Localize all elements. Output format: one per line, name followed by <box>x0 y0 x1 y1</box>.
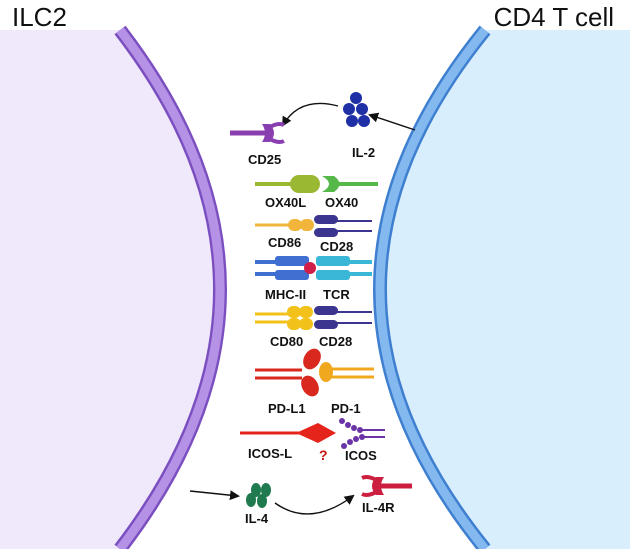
label-il2: IL-2 <box>352 145 375 160</box>
cd4-t-cell <box>373 25 630 554</box>
label-mhc2: MHC-II <box>265 287 306 302</box>
label-cd86: CD86 <box>268 235 301 250</box>
ox40-receptor <box>322 176 378 192</box>
il2-cytokine <box>343 92 370 127</box>
label-icosl: ICOS-L <box>248 446 292 461</box>
label-cd80: CD80 <box>270 334 303 349</box>
label-cd28-top: CD28 <box>320 239 353 254</box>
pdl1-ligand <box>255 348 321 397</box>
ilc2-title: ILC2 <box>12 2 67 32</box>
il4-cytokine <box>246 483 271 508</box>
il2-to-cd25-arrow <box>281 102 339 127</box>
label-cd25: CD25 <box>248 152 281 167</box>
icosl-ligand <box>240 423 336 443</box>
peptide-antigen <box>304 262 316 274</box>
label-cd28-bottom: CD28 <box>319 334 352 349</box>
label-icos: ICOS <box>345 448 377 463</box>
label-tcr: TCR <box>323 287 350 302</box>
tcr-receptor <box>316 256 372 280</box>
label-ox40: OX40 <box>325 195 358 210</box>
pd1-receptor <box>319 362 374 382</box>
cd80-ligand <box>255 306 313 330</box>
mhc2-molecule <box>255 256 309 280</box>
label-il4: IL-4 <box>245 511 269 526</box>
label-ox40l: OX40L <box>265 195 306 210</box>
il4-release-arrow <box>189 490 240 501</box>
ilc2-cell <box>0 25 227 554</box>
cd28-receptor-bottom <box>314 306 372 329</box>
label-il4r: IL-4R <box>362 500 395 515</box>
ox40l-ligand <box>255 175 320 193</box>
cd25-receptor <box>230 122 285 144</box>
cd28-receptor-top <box>314 215 372 237</box>
cd86-ligand <box>255 219 314 231</box>
cd4-t-cell-title: CD4 T cell <box>493 2 614 32</box>
label-pd1: PD-1 <box>331 401 361 416</box>
question-mark: ? <box>319 447 328 463</box>
label-pdl1: PD-L1 <box>268 401 306 416</box>
il2-release-arrow <box>368 112 416 131</box>
il4r-receptor <box>361 475 412 497</box>
icos-receptor <box>339 418 385 449</box>
il4-to-il4r-arrow <box>274 494 355 515</box>
